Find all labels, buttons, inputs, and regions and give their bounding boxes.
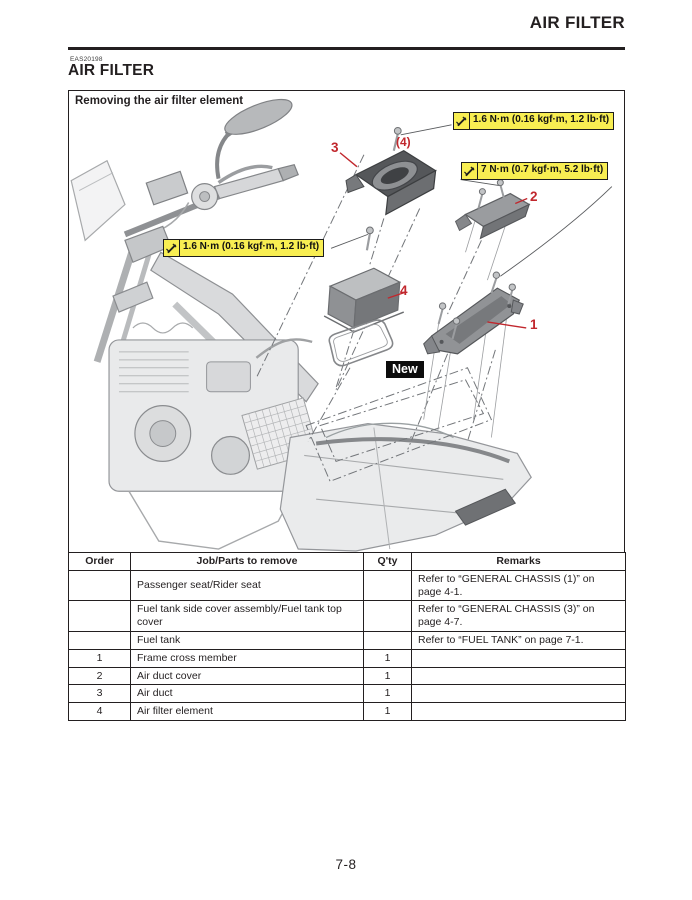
torque-value: 1.6 N·m (0.16 kgf·m, 1.2 lb·ft) bbox=[473, 114, 610, 125]
qty-cell: 1 bbox=[363, 666, 412, 686]
torque-wrench-icon bbox=[164, 240, 180, 256]
order-cell: 1 bbox=[68, 648, 131, 668]
job-cell: Fuel tank side cover assembly/Fuel tank … bbox=[130, 600, 364, 632]
torque-wrench-icon bbox=[454, 113, 470, 129]
table-row: 3 Air duct 1 bbox=[68, 684, 626, 704]
torque-callout-3: 1.6 N·m (0.16 kgf·m, 1.2 lb·ft) bbox=[163, 239, 325, 257]
order-cell bbox=[68, 569, 131, 602]
frame-cross-member-part bbox=[423, 271, 524, 355]
table-row: 1 Frame cross member 1 bbox=[68, 648, 626, 668]
remarks-cell bbox=[411, 648, 626, 668]
part-callout-1: 1 bbox=[530, 317, 538, 332]
job-cell: Fuel tank bbox=[130, 630, 364, 650]
section-title: AIR FILTER bbox=[68, 62, 155, 79]
header-rule bbox=[68, 47, 625, 50]
job-cell: Passenger seat/Rider seat bbox=[130, 569, 364, 602]
table-header-row: Order Job/Parts to remove Q'ty Remarks bbox=[68, 552, 626, 571]
column-header-qty: Q'ty bbox=[363, 552, 412, 571]
page-number: 7-8 bbox=[335, 857, 357, 872]
air-duct-part bbox=[345, 150, 437, 216]
remarks-cell: Refer to “GENERAL CHASSIS (3)” on page 4… bbox=[411, 600, 626, 632]
disassembly-table: Order Job/Parts to remove Q'ty Remarks P… bbox=[68, 552, 626, 721]
air-duct-screw bbox=[392, 126, 402, 151]
order-cell: 3 bbox=[68, 684, 131, 704]
screw-count-label: (4) bbox=[396, 135, 411, 149]
motorcycle-line-art bbox=[70, 98, 532, 552]
remarks-cell bbox=[411, 684, 626, 704]
remarks-cell bbox=[411, 702, 626, 721]
gasket-part bbox=[328, 319, 394, 367]
qty-cell bbox=[363, 600, 412, 632]
qty-cell: 1 bbox=[363, 702, 412, 721]
qty-cell bbox=[363, 630, 412, 650]
job-cell: Air duct bbox=[130, 684, 364, 704]
column-header-order: Order bbox=[68, 552, 131, 571]
table-row: Passenger seat/Rider seat Refer to “GENE… bbox=[68, 569, 626, 602]
torque-callout-1: 1.6 N·m (0.16 kgf·m, 1.2 lb·ft) bbox=[453, 112, 615, 130]
order-cell: 4 bbox=[68, 702, 131, 721]
running-header: AIR FILTER bbox=[529, 13, 625, 32]
torque-value: 7 N·m (0.7 kgf·m, 5.2 lb·ft) bbox=[481, 164, 604, 175]
part-callout-4: 4 bbox=[400, 283, 408, 298]
figure-box: Removing the air filter element bbox=[68, 90, 625, 553]
qty-cell: 1 bbox=[363, 684, 412, 704]
air-duct-cover-part bbox=[454, 179, 531, 240]
table-row: 4 Air filter element 1 bbox=[68, 702, 626, 721]
table-row: 2 Air duct cover 1 bbox=[68, 666, 626, 686]
order-cell bbox=[68, 630, 131, 650]
remarks-cell bbox=[411, 666, 626, 686]
torque-wrench-icon bbox=[462, 163, 478, 179]
torque-value: 1.6 N·m (0.16 kgf·m, 1.2 lb·ft) bbox=[183, 241, 320, 252]
leader-lines bbox=[330, 124, 613, 277]
column-header-job: Job/Parts to remove bbox=[130, 552, 364, 571]
part-callout-2: 2 bbox=[530, 189, 538, 204]
callout-leader-lines bbox=[339, 152, 528, 329]
job-cell: Frame cross member bbox=[130, 648, 364, 668]
job-cell: Air filter element bbox=[130, 702, 364, 721]
part-callout-3: 3 bbox=[331, 140, 339, 155]
construction-lines bbox=[255, 154, 496, 482]
torque-callout-2: 7 N·m (0.7 kgf·m, 5.2 lb·ft) bbox=[461, 162, 609, 180]
qty-cell bbox=[363, 569, 412, 602]
air-filter-element-part bbox=[323, 226, 405, 333]
column-header-remarks: Remarks bbox=[411, 552, 626, 571]
exploded-diagram bbox=[70, 98, 613, 552]
order-cell: 2 bbox=[68, 666, 131, 686]
remarks-cell: Refer to “FUEL TANK” on page 7-1. bbox=[411, 630, 626, 650]
order-cell bbox=[68, 600, 131, 632]
section-code: EAS20198 bbox=[70, 56, 103, 63]
remarks-cell: Refer to “GENERAL CHASSIS (1)” on page 4… bbox=[411, 569, 626, 602]
figure-title: Removing the air filter element bbox=[75, 95, 244, 107]
new-part-label: New bbox=[386, 361, 424, 378]
job-cell: Air duct cover bbox=[130, 666, 364, 686]
table-row: Fuel tank Refer to “FUEL TANK” on page 7… bbox=[68, 630, 626, 650]
table-row: Fuel tank side cover assembly/Fuel tank … bbox=[68, 600, 626, 632]
qty-cell: 1 bbox=[363, 648, 412, 668]
